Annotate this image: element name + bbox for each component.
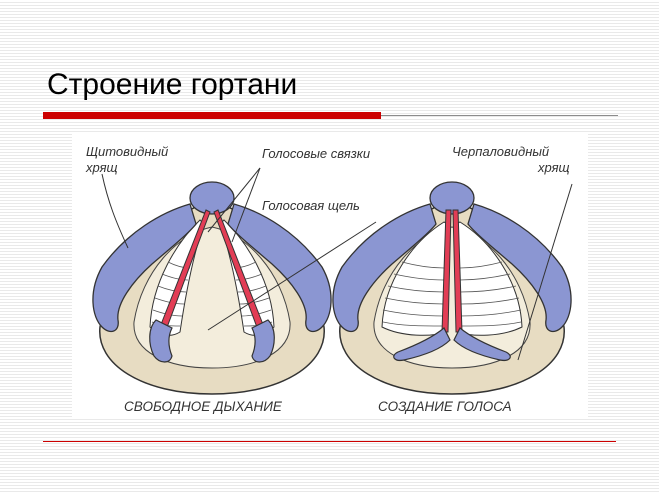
larynx-diagram: Щитовидный хрящ Голосовые связки Голосов… (72, 132, 588, 417)
bottom-rule (43, 441, 616, 442)
larynx-closed-figure (332, 181, 572, 395)
arytenoid-left-2 (251, 319, 275, 363)
fold-striations-right (382, 261, 522, 327)
label-thyroid-line1: Щитовидный (86, 144, 168, 159)
caption-free-breathing: СВОБОДНОЕ ДЫХАНИЕ (124, 399, 283, 414)
larynx-open-figure (92, 181, 332, 395)
title-grey-rule (381, 115, 618, 116)
label-arytenoid-line2: хрящ (537, 160, 570, 175)
leader-cords-1 (207, 167, 261, 233)
label-vocal-cords: Голосовые связки (262, 146, 370, 161)
thyroid-notch-right (429, 181, 475, 215)
leader-glottis (207, 221, 377, 331)
thyroid-cartilage-right-b (467, 203, 572, 333)
arytenoid-right-2 (453, 327, 511, 361)
vocal-cord-right-2 (452, 209, 463, 333)
thyroid-cartilage-right-a (332, 203, 437, 333)
larynx-diagram-svg: Щитовидный хрящ Голосовые связки Голосов… (85, 144, 573, 414)
slide-title: Строение гортани (47, 68, 298, 101)
thyroid-cartilage-left (92, 203, 197, 333)
vocal-cord-right-1 (441, 209, 452, 333)
caption-voice-production: СОЗДАНИЕ ГОЛОСА (378, 399, 512, 414)
label-thyroid-line2: хрящ (85, 160, 118, 175)
arytenoid-left-1 (149, 319, 173, 363)
leader-lines (101, 167, 573, 361)
thyroid-cartilage-right (227, 203, 332, 333)
arytenoid-right-1 (393, 327, 451, 361)
leader-arytenoid (517, 183, 573, 361)
leader-thyroid (101, 173, 129, 249)
leader-cords-2 (231, 167, 261, 243)
thyroid-notch-left (189, 181, 235, 215)
label-glottis: Голосовая щель (262, 198, 360, 213)
label-arytenoid-line1: Черпаловидный (452, 144, 549, 159)
title-accent-rule (43, 112, 381, 119)
